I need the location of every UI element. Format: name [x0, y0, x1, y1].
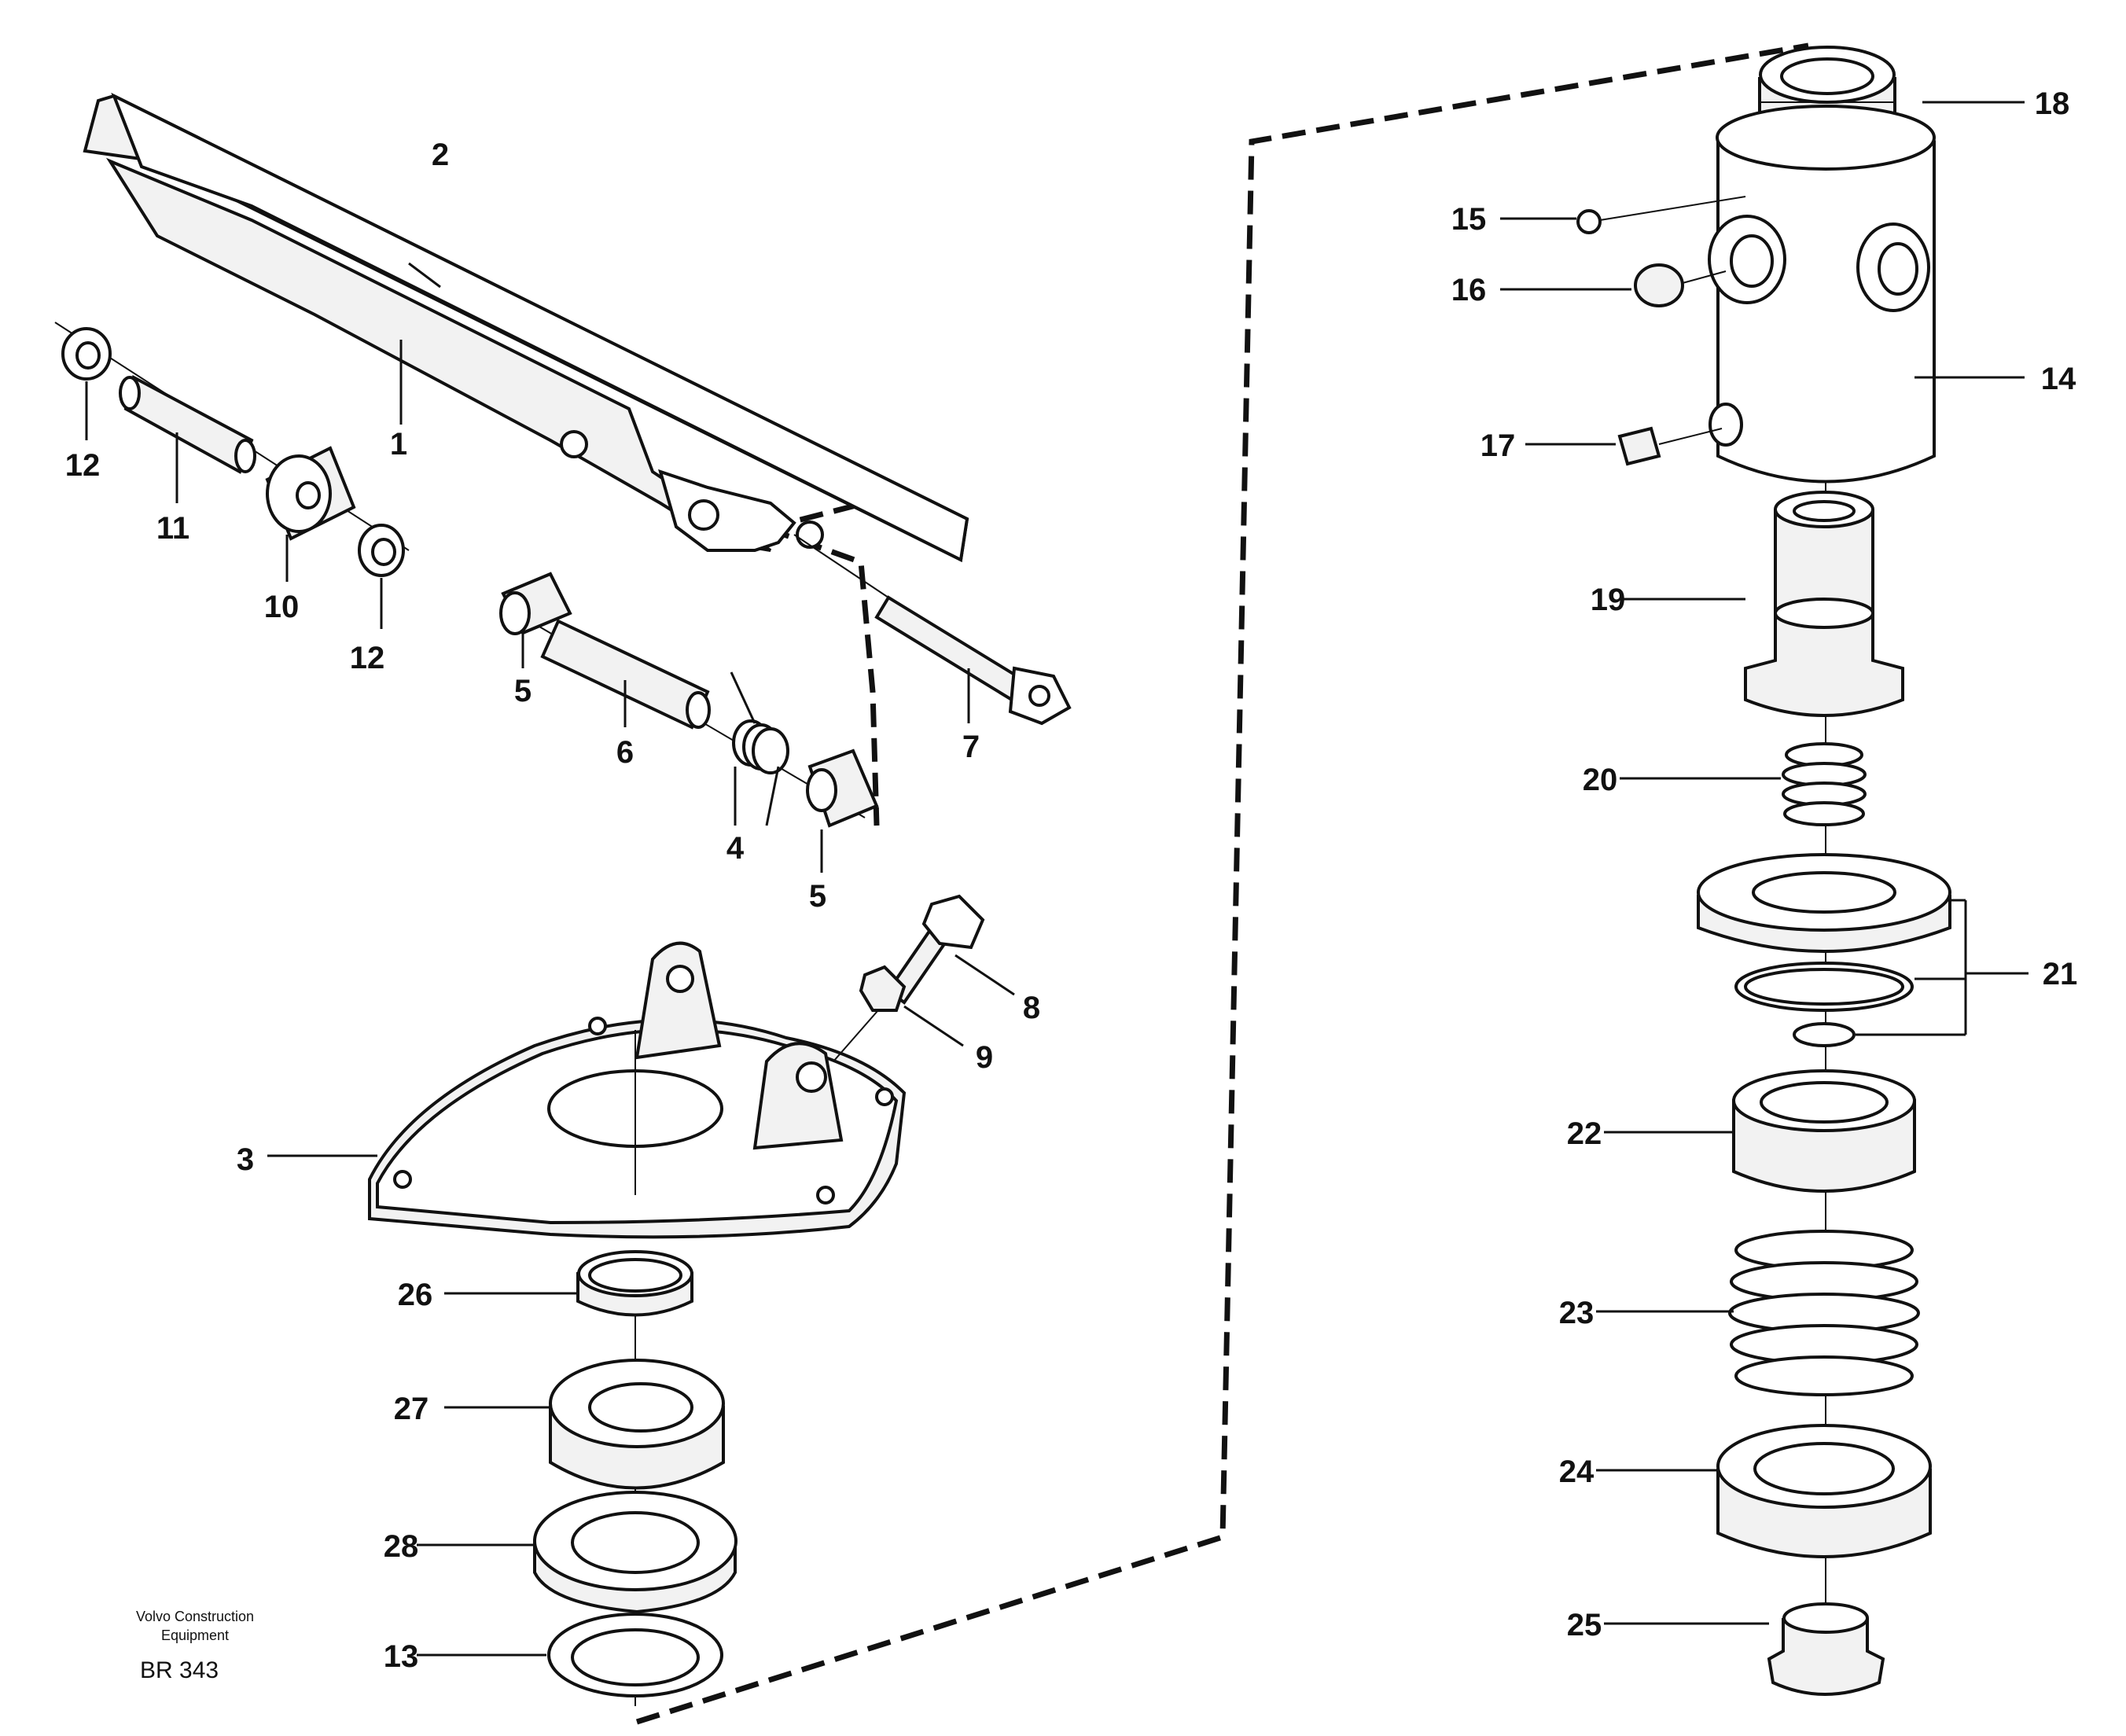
company-name-line2: Equipment: [161, 1628, 229, 1643]
drawing-code: BR 343: [140, 1657, 219, 1683]
callout-28: 28: [384, 1529, 419, 1564]
bolt-7: [874, 595, 1032, 706]
callout-9: 9: [976, 1040, 993, 1075]
torsion-spring-4: [730, 671, 789, 826]
shaft-6: [540, 619, 710, 730]
spring-group: [499, 534, 1072, 828]
company-name-line1: Volvo Construction: [136, 1609, 254, 1624]
callout-20: 20: [1583, 763, 1618, 797]
callout-23: 23: [1559, 1296, 1594, 1330]
callout-25: 25: [1567, 1608, 1602, 1642]
callout-14: 14: [2041, 362, 2076, 396]
base-plate-group: [368, 894, 985, 1239]
spring-23: [1728, 1230, 1920, 1396]
callout-2: 2: [432, 138, 449, 172]
clevis-left: [634, 941, 722, 1060]
plug-25: [1767, 1618, 1885, 1696]
callout-15: 15: [1451, 202, 1487, 237]
callout-7: 7: [962, 730, 980, 764]
plug-17: [1617, 426, 1661, 466]
callout-22: 22: [1567, 1116, 1602, 1151]
callout-5b: 5: [809, 879, 826, 914]
callout-27: 27: [394, 1392, 429, 1426]
callout-18: 18: [2035, 86, 2070, 121]
callout-3: 3: [237, 1142, 254, 1177]
valve-body-group: [1576, 46, 1936, 1612]
callout-17: 17: [1480, 428, 1516, 463]
callout-11: 11: [156, 511, 189, 546]
pedal-bracket: [658, 469, 796, 552]
pedal-pivot-hole: [688, 499, 719, 531]
valve-internals-group: [1697, 491, 1951, 1696]
leader-lines: [85, 101, 2029, 1657]
pedal-pivot-hole-2: [796, 520, 824, 549]
callout-4: 4: [726, 831, 745, 866]
callout-1: 1: [390, 427, 407, 462]
callout-24: 24: [1559, 1455, 1594, 1489]
screen-16: [1634, 263, 1684, 307]
callout-labels: 1 2 3 4 5 5 6 7 8 9 10 11 12 12 13 14 15…: [65, 86, 2078, 1674]
callout-21: 21: [2043, 957, 2078, 991]
lower-stack-left: [533, 1250, 737, 1706]
pedal-top-face: [111, 92, 969, 563]
callout-8: 8: [1023, 991, 1040, 1025]
small-ring-21: [1793, 1022, 1856, 1047]
spring-20: [1782, 742, 1867, 826]
callout-16: 16: [1451, 273, 1487, 307]
callout-19: 19: [1591, 583, 1626, 617]
callout-10: 10: [264, 590, 300, 624]
callout-13: 13: [384, 1639, 419, 1674]
bolt-8-head: [921, 894, 985, 950]
pedal-lug-hole: [560, 430, 588, 458]
callout-5a: 5: [514, 674, 532, 708]
callout-26: 26: [398, 1278, 433, 1312]
nut-9: [859, 965, 907, 1012]
pin-11: [123, 375, 254, 474]
callout-12a: 12: [65, 448, 101, 483]
pin-group-left: [54, 322, 410, 577]
pedal-assembly: [83, 92, 969, 563]
drawing-caption: Volvo Construction Equipment BR 343: [136, 1609, 254, 1683]
callout-12b: 12: [350, 641, 385, 675]
callout-6: 6: [616, 735, 634, 770]
ball-15: [1576, 209, 1602, 234]
